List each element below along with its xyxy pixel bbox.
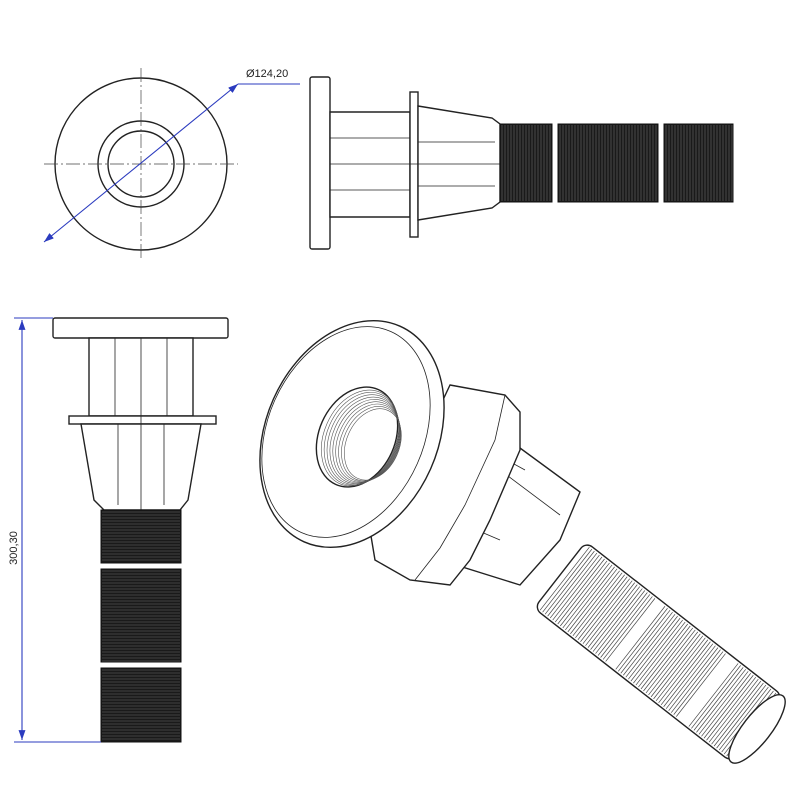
diameter-dimension-line xyxy=(43,83,239,243)
diameter-dimension-label: Ø124,20 xyxy=(246,68,288,80)
iso-flange-outer xyxy=(259,319,445,549)
isometric-view xyxy=(259,319,786,764)
side-nut xyxy=(409,91,419,238)
side-flange-plate xyxy=(309,76,331,250)
side-thread-segment xyxy=(663,123,734,203)
iso-bore-threads xyxy=(321,389,402,487)
side-cone xyxy=(417,105,501,221)
vertical-threads xyxy=(100,509,182,743)
vertical-view: 300,30 xyxy=(8,317,229,743)
side-threads xyxy=(499,123,734,203)
iso-threaded-tube xyxy=(536,544,786,764)
vertical-thread-segment xyxy=(100,568,182,663)
iso-nut-edge xyxy=(414,394,506,581)
vertical-nut xyxy=(68,415,217,425)
front-view: Ø124,20 xyxy=(43,68,300,260)
length-dimension-label: 300,30 xyxy=(8,531,20,565)
iso-flange-edge xyxy=(261,326,431,538)
iso-bore-outer xyxy=(315,386,399,488)
side-view xyxy=(309,76,734,250)
vertical-flange-plate xyxy=(52,317,229,339)
side-body xyxy=(329,111,411,218)
vertical-thread-segment xyxy=(100,667,182,743)
